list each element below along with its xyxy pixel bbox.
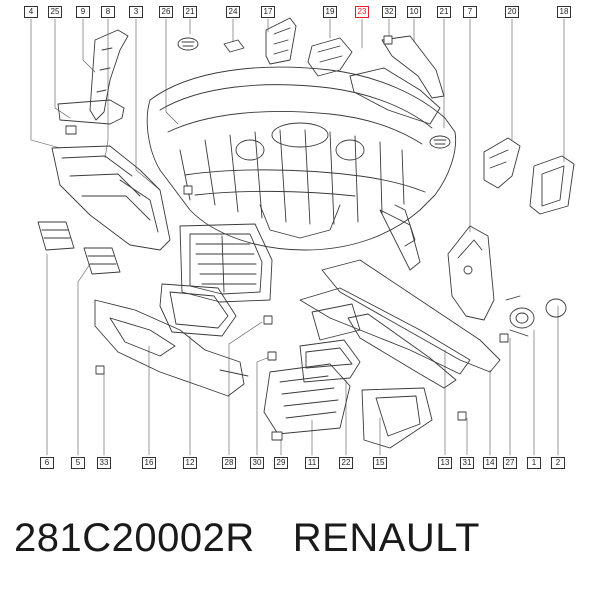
top-vents xyxy=(177,17,451,149)
callout-label-22[interactable]: 22 xyxy=(339,457,353,469)
centre-bezel xyxy=(159,283,237,337)
callout-label-4[interactable]: 4 xyxy=(24,6,38,18)
callout-label-16[interactable]: 16 xyxy=(142,457,156,469)
right-side-parts xyxy=(447,137,575,337)
callout-label-2[interactable]: 2 xyxy=(551,457,565,469)
callout-label-14[interactable]: 14 xyxy=(483,457,497,469)
callout-label-5[interactable]: 5 xyxy=(71,457,85,469)
callout-label-20[interactable]: 20 xyxy=(505,6,519,18)
part-number: 281C20002R xyxy=(14,516,255,560)
callout-label-30[interactable]: 30 xyxy=(250,457,264,469)
callout-label-23[interactable]: 23 xyxy=(355,6,369,18)
callout-label-33[interactable]: 33 xyxy=(97,457,111,469)
dashboard-exploded-view xyxy=(30,17,575,456)
callout-label-27[interactable]: 27 xyxy=(503,457,517,469)
callout-label-31[interactable]: 31 xyxy=(460,457,474,469)
callout-label-21[interactable]: 21 xyxy=(437,6,451,18)
left-trim-parts xyxy=(51,29,171,251)
callout-label-24[interactable]: 24 xyxy=(226,6,240,18)
brand-name: RENAULT xyxy=(292,516,480,560)
callout-label-1[interactable]: 1 xyxy=(527,457,541,469)
callout-label-9[interactable]: 9 xyxy=(76,6,90,18)
callout-label-12[interactable]: 12 xyxy=(183,457,197,469)
callout-label-8[interactable]: 8 xyxy=(101,6,115,18)
callout-label-28[interactable]: 28 xyxy=(222,457,236,469)
callout-label-29[interactable]: 29 xyxy=(274,457,288,469)
console-parts xyxy=(263,339,433,449)
leader-lines-top xyxy=(30,18,565,233)
callout-label-3[interactable]: 3 xyxy=(129,6,143,18)
right-trim-strip xyxy=(299,259,501,389)
clips xyxy=(65,35,509,441)
callout-label-15[interactable]: 15 xyxy=(373,457,387,469)
leader-lines-bottom xyxy=(46,253,559,456)
centre-vent xyxy=(179,223,273,303)
callout-label-13[interactable]: 13 xyxy=(438,457,452,469)
callout-label-32[interactable]: 32 xyxy=(382,6,396,18)
lower-left-trim xyxy=(94,299,249,397)
dashboard-main-panel xyxy=(146,66,457,271)
callout-label-6[interactable]: 6 xyxy=(40,457,54,469)
callout-label-10[interactable]: 10 xyxy=(407,6,421,18)
callout-label-26[interactable]: 26 xyxy=(159,6,173,18)
callout-label-18[interactable]: 18 xyxy=(557,6,571,18)
callout-label-21[interactable]: 21 xyxy=(183,6,197,18)
callout-label-19[interactable]: 19 xyxy=(323,6,337,18)
callout-label-25[interactable]: 25 xyxy=(48,6,62,18)
callout-label-7[interactable]: 7 xyxy=(463,6,477,18)
callout-label-11[interactable]: 11 xyxy=(305,457,319,469)
callout-label-17[interactable]: 17 xyxy=(261,6,275,18)
part-caption: 281C20002R RENAULT xyxy=(14,516,594,566)
switch-blocks xyxy=(37,221,121,275)
